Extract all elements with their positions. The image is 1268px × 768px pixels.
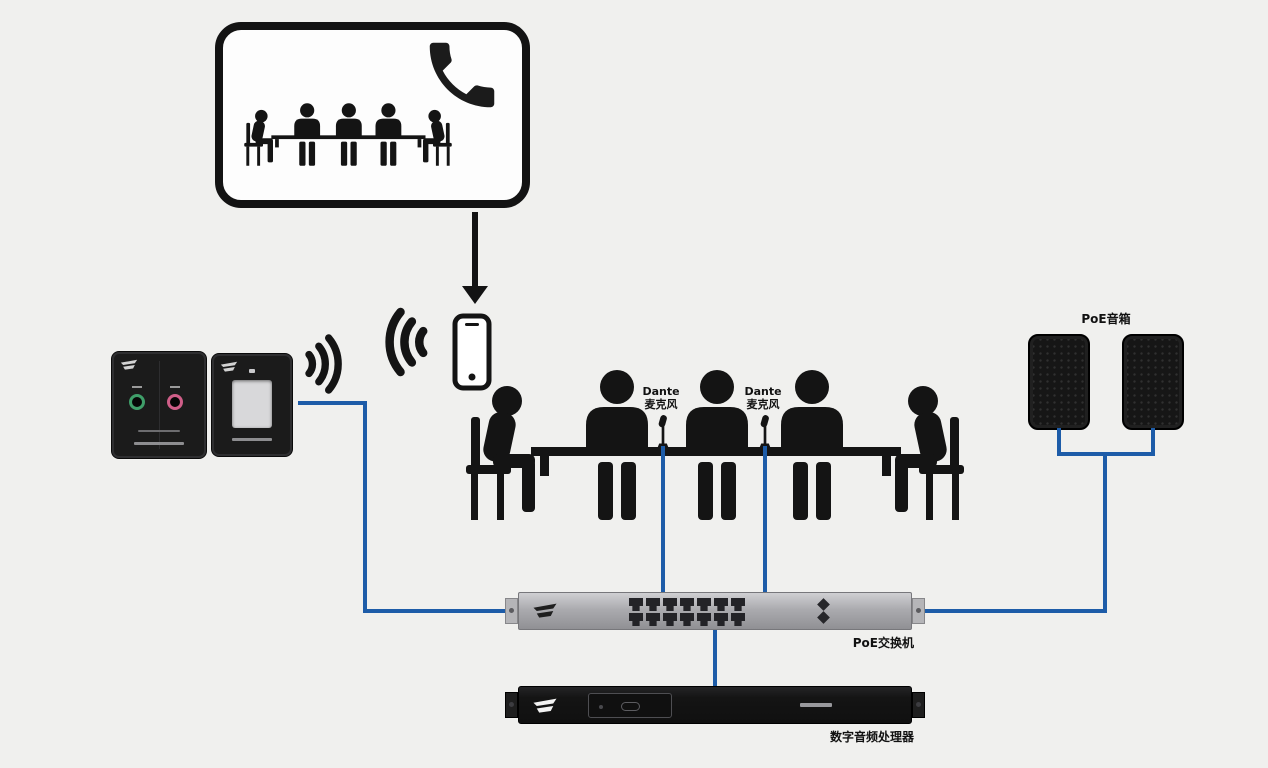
poe-switch-label: PoE交换机 (852, 636, 914, 650)
brand-logo-icon (533, 603, 557, 618)
connection-line (1103, 452, 1107, 613)
rack-ear-icon (505, 598, 518, 624)
connection-line (912, 609, 1107, 613)
poe-speaker (1122, 334, 1184, 430)
rj45-port-icon (680, 613, 694, 626)
rj45-port-icon (697, 613, 711, 626)
volume-knob-icon (129, 394, 145, 410)
panel-text-bar (138, 430, 180, 432)
volume-knob-icon (167, 394, 183, 410)
diamond-icon (817, 611, 830, 624)
dante-mic-label-line2: 麦克风 (746, 397, 780, 411)
rj45-port-icon (731, 613, 745, 626)
rack-ear-icon (912, 692, 925, 718)
rj45-port-icon (646, 598, 660, 611)
rj45-port-icon (731, 598, 745, 611)
connection-line (661, 446, 665, 596)
brand-logo-icon (120, 359, 138, 370)
arrow-down-icon (462, 212, 488, 306)
status-led-icon (599, 705, 603, 709)
knob-mark (170, 386, 180, 388)
rj45-port-icon (629, 613, 643, 626)
panel-text-bar (249, 369, 255, 373)
poe-speaker (1028, 334, 1090, 430)
connection-line (298, 401, 367, 405)
model-text-bar (800, 703, 832, 707)
rj45-port-icon (663, 613, 677, 626)
connection-line (363, 401, 367, 613)
arrow-head (462, 286, 488, 304)
wall-panel-a (112, 352, 206, 458)
rj45-port-icon (697, 598, 711, 611)
connection-line (763, 446, 767, 596)
panel-text-bar (134, 442, 184, 445)
brand-logo-icon (220, 361, 238, 372)
conference-group-icon (455, 367, 975, 535)
knob-mark (132, 386, 142, 388)
meeting-room-callout (215, 22, 530, 208)
rj45-port-icon (629, 598, 643, 611)
wifi-signal-icon (385, 289, 443, 395)
smartphone-icon (452, 313, 492, 391)
processor-front-panel (588, 693, 672, 718)
rj45-port-icon (714, 598, 728, 611)
rj45-port-icon (663, 598, 677, 611)
arrow-shaft (472, 212, 478, 288)
dante-mic-label-line1: Dante (744, 385, 782, 398)
panel-text-bar (232, 438, 272, 441)
panel-divider (159, 361, 160, 449)
dante-mic-label-line1: Dante (642, 385, 680, 398)
poe-speakers-label: PoE音箱 (1081, 312, 1131, 326)
rj45-port-icon (714, 613, 728, 626)
audio-processor-device (505, 686, 925, 724)
poe-switch-device (505, 592, 925, 630)
dante-mic-label: Dante 麦克风 (627, 385, 695, 411)
wall-panel-b (212, 354, 292, 456)
rack-ear-icon (505, 692, 518, 718)
blank-plate (232, 380, 272, 428)
rj45-port-icon (680, 598, 694, 611)
audio-processor-label: 数字音频处理器 (829, 730, 914, 744)
switch-indicator-icon (817, 598, 830, 625)
dante-mic-label: Dante 麦克风 (729, 385, 797, 411)
diamond-icon (817, 598, 830, 611)
phone-handset-icon (429, 42, 495, 108)
dante-mic-label-line2: 麦克风 (644, 397, 678, 411)
rack-ear-icon (912, 598, 925, 624)
connection-line (363, 609, 520, 613)
ethernet-port-group (629, 598, 745, 626)
usb-port-icon (621, 702, 640, 711)
connection-line (1057, 428, 1061, 456)
connection-line (713, 629, 717, 689)
brand-logo-icon (533, 698, 557, 713)
wifi-signal-icon (290, 318, 344, 410)
connection-line (1151, 428, 1155, 456)
rj45-port-icon (646, 613, 660, 626)
